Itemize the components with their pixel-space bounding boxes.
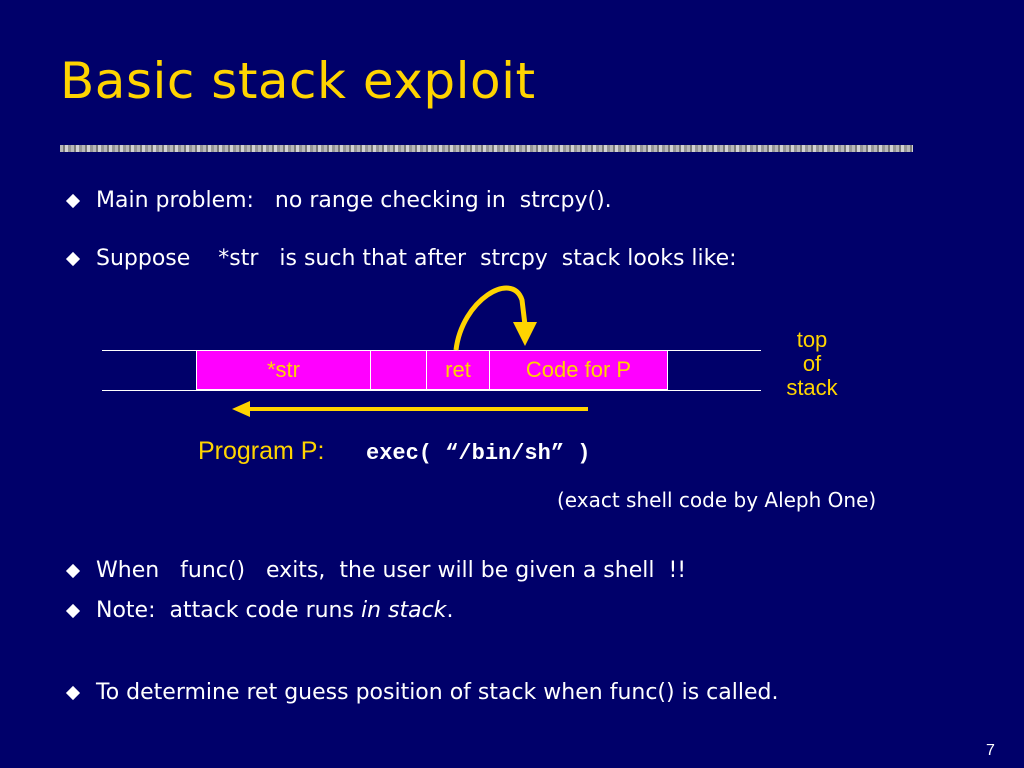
program-label: Program P: (198, 437, 325, 465)
diamond-bullet-icon (65, 603, 81, 618)
bullet-text: Main problem: no range checking in strcp… (96, 188, 612, 213)
tos-word: top (796, 327, 828, 352)
bullet-when-func-exits: When func() exits, the user will be give… (65, 558, 687, 583)
stack-segment-ret: ret (426, 350, 490, 390)
diamond-bullet-icon (65, 685, 81, 700)
bullet-text: Note: attack code runs in stack. (96, 598, 453, 623)
bullet-text-post: . (446, 598, 454, 623)
stack-segment-str: *str (196, 350, 371, 390)
bullet-text: Suppose *str is such that after strcpy s… (96, 246, 737, 271)
bullet-text: To determine ret guess position of stack… (96, 680, 779, 705)
diamond-bullet-icon (65, 563, 81, 578)
page-number: 7 (986, 742, 995, 759)
shellcode-note: (exact shell code by Aleph One) (557, 488, 877, 512)
bullet-text: When func() exits, the user will be give… (96, 558, 687, 583)
bullet-note: Note: attack code runs in stack. (65, 598, 453, 623)
tos-word: stack (786, 375, 838, 400)
left-arrow-icon (232, 401, 588, 417)
top-of-stack-label: top of stack (770, 328, 854, 400)
bullet-text-pre: Note: attack code runs (96, 598, 361, 623)
bullet-determine-ret: To determine ret guess position of stack… (65, 680, 779, 705)
program-code: exec( “/bin/sh” ) (366, 441, 591, 466)
bullet-suppose: Suppose *str is such that after strcpy s… (65, 246, 737, 271)
tos-word: of (802, 351, 822, 376)
stack-segment-code: Code for P (489, 350, 668, 390)
title-divider (60, 145, 913, 152)
curved-arrow-icon (453, 285, 537, 351)
stack-bottom-line (102, 390, 761, 391)
bullet-main-problem: Main problem: no range checking in strcp… (65, 188, 612, 213)
bullet-text-italic: in stack (360, 598, 447, 623)
slide-title: Basic stack exploit (60, 52, 536, 110)
